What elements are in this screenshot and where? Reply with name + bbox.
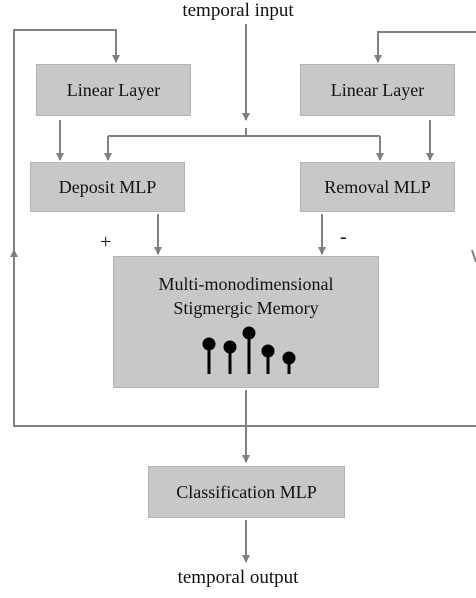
- left-linear-layer: Linear Layer: [36, 64, 191, 116]
- memory-title-line2: Stigmergic Memory: [173, 298, 319, 318]
- right-feedback-top: [374, 31, 476, 63]
- temporal-input-label: temporal input: [182, 0, 294, 21]
- stigmergic-memory: Multi-monodimensional Stigmergic Memory: [113, 256, 379, 388]
- left-feedback-loop: [13, 29, 246, 427]
- classification-mlp: Classification MLP: [148, 466, 345, 518]
- stigmergic-pins-icon: [202, 326, 296, 374]
- removal-mlp: Removal MLP: [300, 162, 455, 212]
- deposit-mlp: Deposit MLP: [30, 162, 185, 212]
- right-linear-layer: Linear Layer: [300, 64, 455, 116]
- plus-sign: +: [100, 231, 112, 253]
- minus-sign: -: [340, 226, 347, 248]
- temporal-output-label: temporal output: [177, 567, 299, 588]
- right-loop-arrowhead: [471, 249, 476, 263]
- memory-title: Multi-monodimensional Stigmergic Memory: [113, 272, 379, 320]
- memory-title-line1: Multi-monodimensional: [158, 274, 334, 294]
